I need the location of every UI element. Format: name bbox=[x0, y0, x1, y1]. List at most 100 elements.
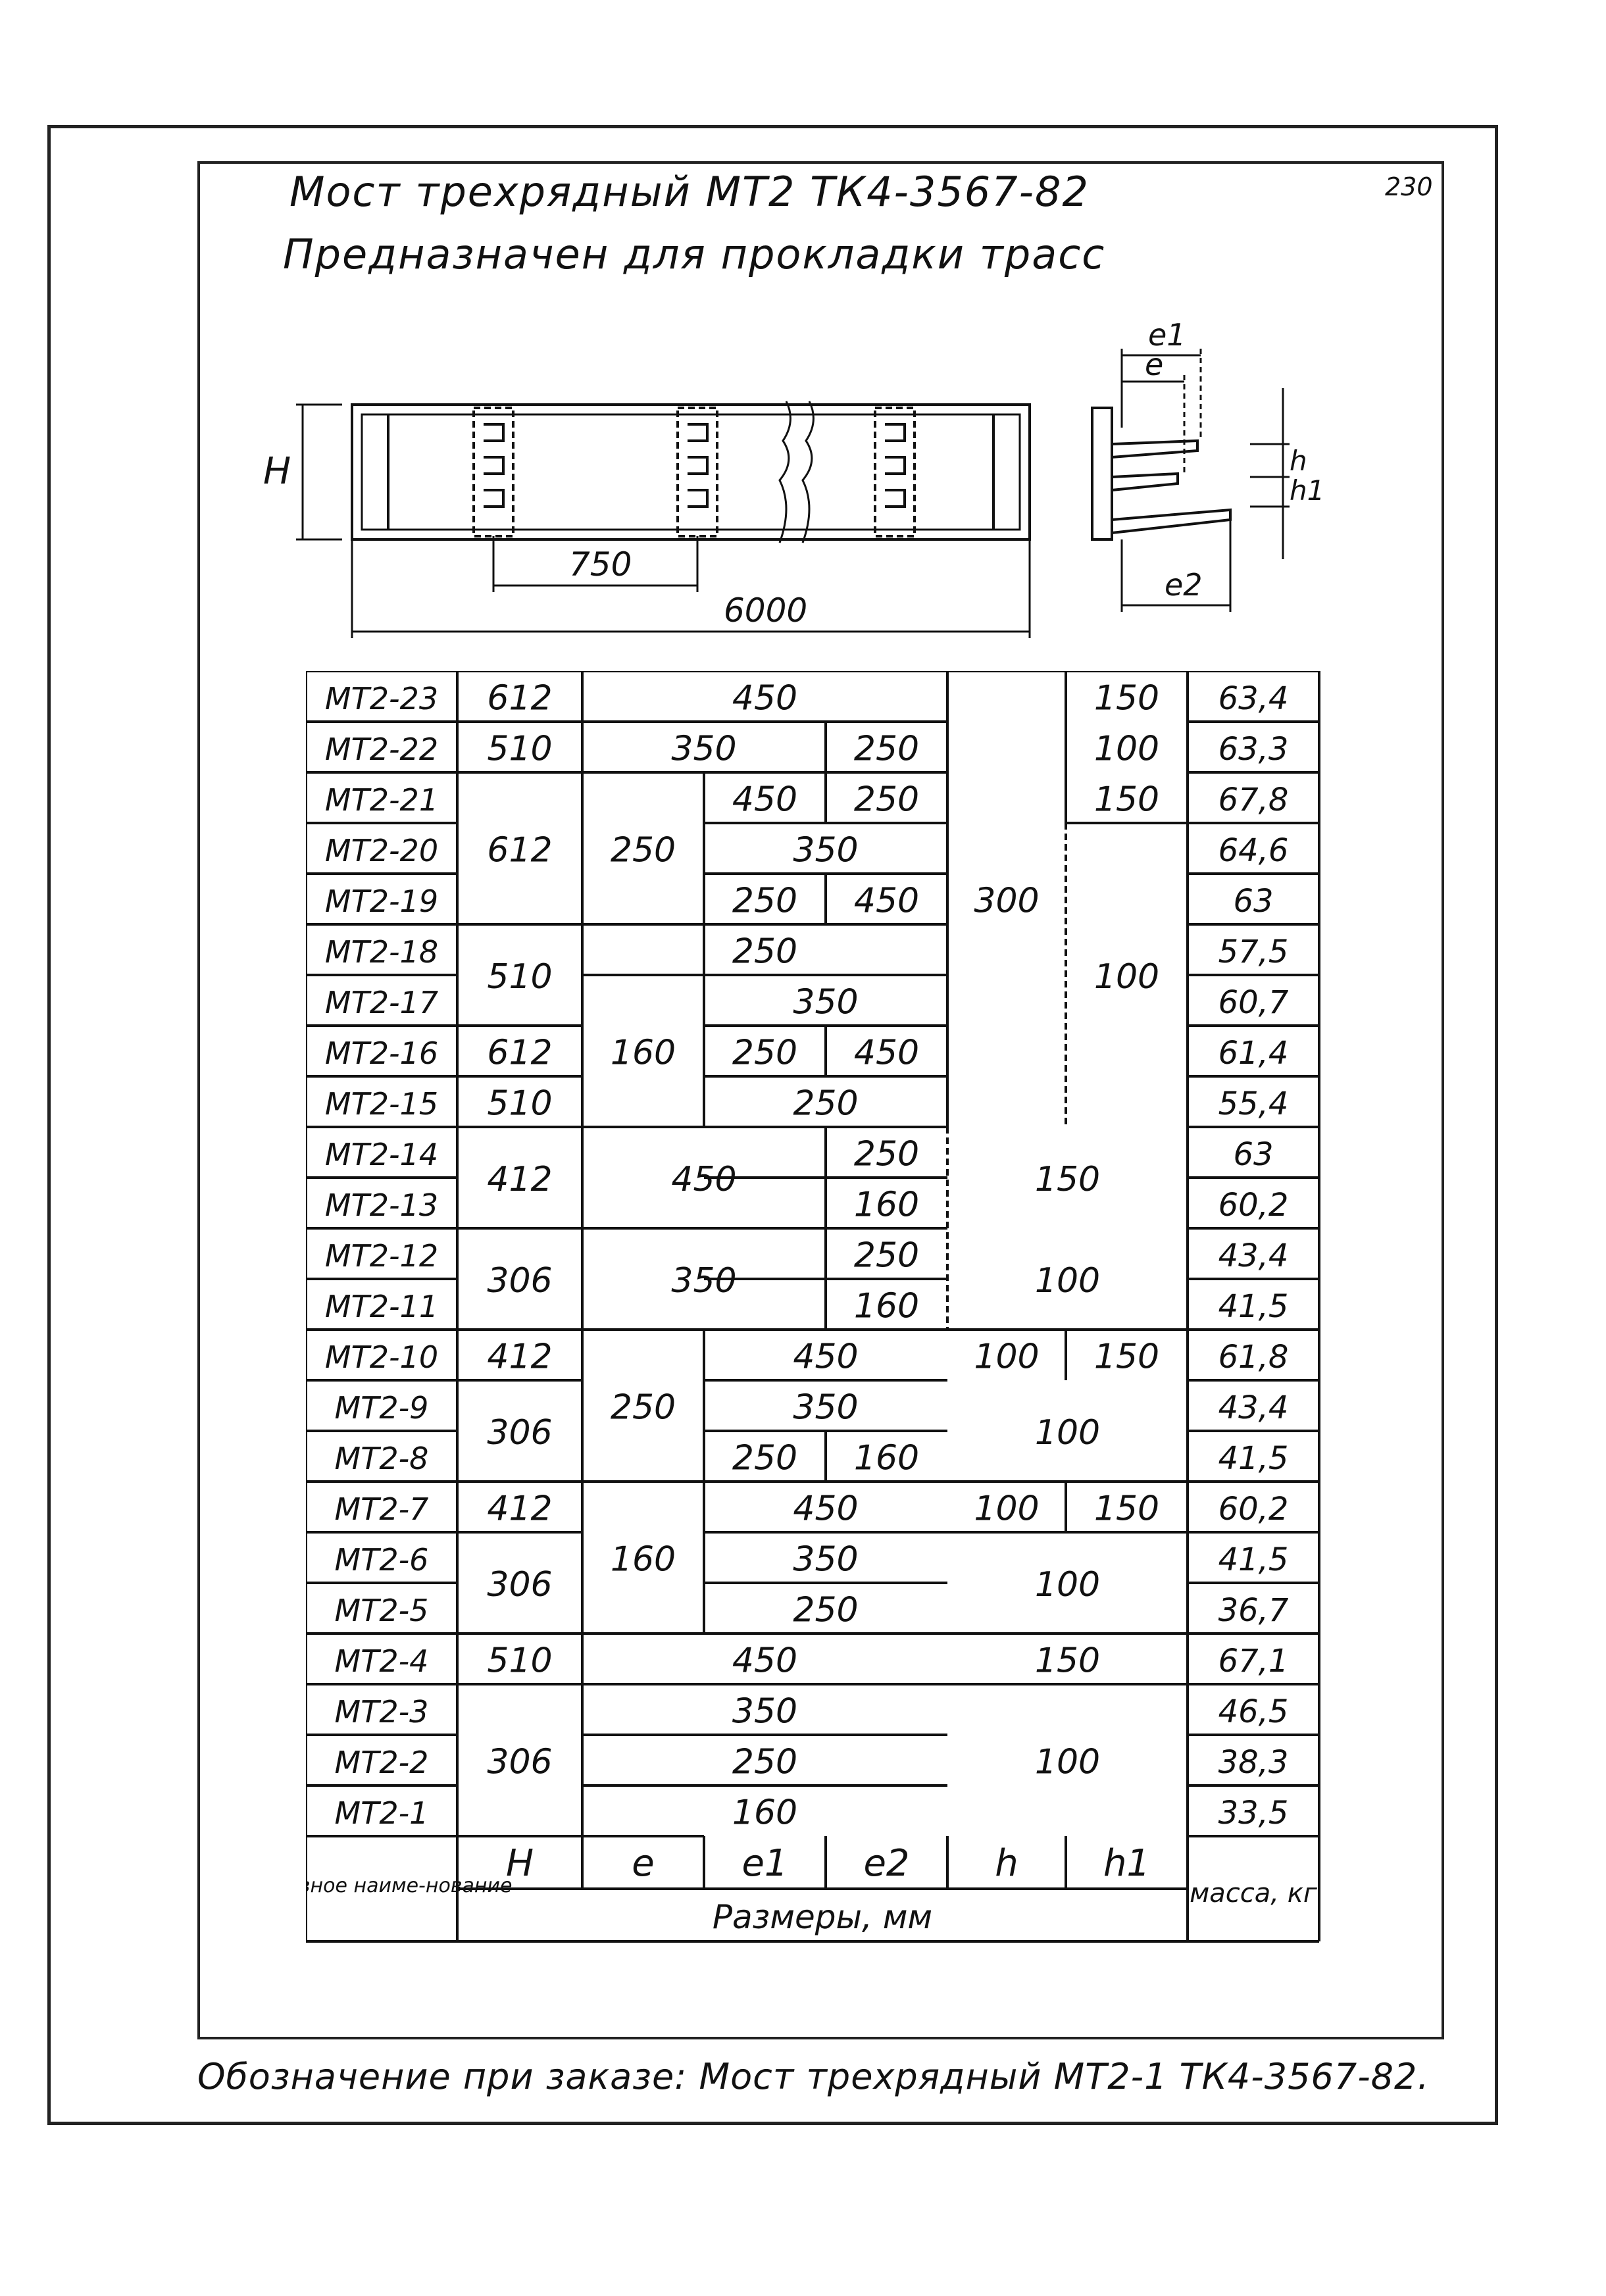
row-name-мт2-3: МТ2-3 bbox=[335, 1694, 429, 1730]
size-cell: 250 bbox=[732, 932, 797, 972]
page-number: 230 bbox=[1385, 172, 1433, 201]
dim-label-e: e bbox=[1145, 347, 1163, 382]
row-name-мт2-22: МТ2-22 bbox=[325, 732, 438, 767]
size-cell: 510 bbox=[487, 730, 552, 769]
size-cell: 160 bbox=[854, 1439, 919, 1478]
dim-label-e2: e2 bbox=[1165, 567, 1203, 603]
size-cell: 450 bbox=[854, 882, 919, 921]
row-mass-мт2-14: 63 bbox=[1233, 1136, 1273, 1173]
size-cell: 250 bbox=[611, 831, 676, 870]
bridge-outline bbox=[351, 403, 1031, 541]
size-cell: 250 bbox=[732, 1034, 797, 1073]
row-name-мт2-1: МТ2-1 bbox=[335, 1795, 429, 1831]
row-name-мт2-16: МТ2-16 bbox=[325, 1036, 438, 1071]
size-cell: 100 bbox=[1035, 1743, 1100, 1782]
header-mass: масса, кг bbox=[1190, 1878, 1318, 1909]
size-cell: 450 bbox=[793, 1337, 858, 1377]
size-cell: 250 bbox=[854, 780, 919, 820]
size-cell: 412 bbox=[487, 1337, 552, 1377]
size-cell: 150 bbox=[1035, 1160, 1100, 1199]
size-cell: 350 bbox=[793, 1388, 858, 1428]
row-name-мт2-5: МТ2-5 bbox=[335, 1593, 429, 1628]
row-mass-мт2-21: 67,8 bbox=[1218, 782, 1289, 818]
crossbar-2 bbox=[676, 407, 718, 537]
page-subtitle: Предназначен для прокладки трасс bbox=[283, 230, 1106, 278]
dim-label-H: H bbox=[263, 450, 291, 493]
size-cell: 150 bbox=[1035, 1641, 1100, 1681]
size-cell: 250 bbox=[732, 882, 797, 921]
size-cell: 250 bbox=[611, 1388, 676, 1428]
size-cell: 350 bbox=[671, 730, 736, 769]
dim-label-6000: 6000 bbox=[724, 591, 807, 630]
size-cell: 100 bbox=[974, 1489, 1039, 1529]
row-mass-мт2-11: 41,5 bbox=[1218, 1288, 1289, 1325]
size-cell: 100 bbox=[1094, 957, 1159, 997]
row-mass-мт2-2: 38,3 bbox=[1218, 1744, 1289, 1781]
size-cell: 250 bbox=[732, 1439, 797, 1478]
row-name-мт2-4: МТ2-4 bbox=[335, 1643, 429, 1679]
row-mass-мт2-6: 41,5 bbox=[1218, 1541, 1289, 1578]
row-mass-мт2-18: 57,5 bbox=[1218, 934, 1289, 970]
row-mass-мт2-4: 67,1 bbox=[1218, 1643, 1289, 1680]
size-cell: 306 bbox=[487, 1743, 552, 1782]
size-cell: 450 bbox=[854, 1034, 919, 1073]
size-cell: 450 bbox=[793, 1489, 858, 1529]
size-cell: 510 bbox=[487, 1084, 552, 1124]
row-name-мт2-9: МТ2-9 bbox=[335, 1390, 429, 1426]
size-cell: 350 bbox=[793, 983, 858, 1022]
size-cell: 306 bbox=[487, 1413, 552, 1453]
size-cell: 100 bbox=[1035, 1565, 1100, 1605]
row-name-мт2-19: МТ2-19 bbox=[325, 884, 438, 919]
size-cell: 450 bbox=[732, 780, 797, 820]
row-mass-мт2-8: 41,5 bbox=[1218, 1440, 1289, 1477]
row-mass-мт2-5: 36,7 bbox=[1218, 1592, 1289, 1629]
size-cell: 612 bbox=[487, 831, 552, 870]
row-name-мт2-10: МТ2-10 bbox=[325, 1339, 438, 1375]
row-name-мт2-18: МТ2-18 bbox=[325, 934, 438, 970]
row-name-мт2-23: МТ2-23 bbox=[325, 681, 438, 716]
row-name-мт2-17: МТ2-17 bbox=[325, 985, 438, 1020]
row-mass-мт2-9: 43,4 bbox=[1218, 1389, 1289, 1426]
size-cell: 350 bbox=[793, 831, 858, 870]
size-cell: 150 bbox=[1094, 679, 1159, 718]
size-cell: 350 bbox=[732, 1692, 797, 1732]
row-name-мт2-8: МТ2-8 bbox=[335, 1441, 429, 1476]
dim-label-e1: e1 bbox=[1148, 317, 1186, 353]
header-e: e bbox=[632, 1842, 654, 1885]
size-cell: 150 bbox=[1094, 1337, 1159, 1377]
header-h: h bbox=[995, 1842, 1018, 1885]
crossbar-1 bbox=[472, 407, 514, 537]
header-name: Условное наиме-нование bbox=[306, 1874, 512, 1897]
size-cell: 300 bbox=[974, 882, 1039, 921]
row-name-мт2-11: МТ2-11 bbox=[325, 1289, 438, 1324]
header-h1: h1 bbox=[1103, 1842, 1150, 1885]
dim-label-h: h bbox=[1290, 445, 1307, 477]
size-cell: 250 bbox=[854, 730, 919, 769]
dim-label-h1: h1 bbox=[1290, 474, 1322, 507]
row-mass-мт2-20: 64,6 bbox=[1218, 832, 1289, 869]
size-cell: 450 bbox=[732, 1641, 797, 1681]
row-name-мт2-7: МТ2-7 bbox=[335, 1491, 429, 1527]
size-cell: 510 bbox=[487, 957, 552, 997]
bridge-drawing: H 750 6000 e1 e e2 h h1 bbox=[263, 317, 1322, 638]
size-cell: 150 bbox=[1094, 780, 1159, 820]
size-cell: 350 bbox=[671, 1261, 736, 1301]
size-cell: 100 bbox=[1035, 1261, 1100, 1301]
size-cell: 250 bbox=[854, 1135, 919, 1174]
size-cell: 450 bbox=[671, 1160, 736, 1199]
dim-label-750: 750 bbox=[569, 545, 632, 584]
row-name-мт2-2: МТ2-2 bbox=[335, 1745, 429, 1780]
row-name-мт2-12: МТ2-12 bbox=[325, 1238, 438, 1274]
size-cell: 160 bbox=[732, 1793, 797, 1833]
size-cell: 306 bbox=[487, 1565, 552, 1605]
row-name-мт2-20: МТ2-20 bbox=[325, 833, 438, 868]
size-cell: 160 bbox=[611, 1540, 676, 1580]
size-cell: 412 bbox=[487, 1489, 552, 1529]
order-designation: Обозначение при заказе: Мост трехрядный … bbox=[197, 2056, 1430, 2097]
row-mass-мт2-1: 33,5 bbox=[1218, 1795, 1289, 1832]
row-mass-мт2-12: 43,4 bbox=[1218, 1237, 1289, 1274]
header-sizes: Размеры, мм bbox=[713, 1898, 932, 1936]
row-mass-мт2-13: 60,2 bbox=[1218, 1187, 1289, 1224]
size-cell: 160 bbox=[854, 1287, 919, 1326]
